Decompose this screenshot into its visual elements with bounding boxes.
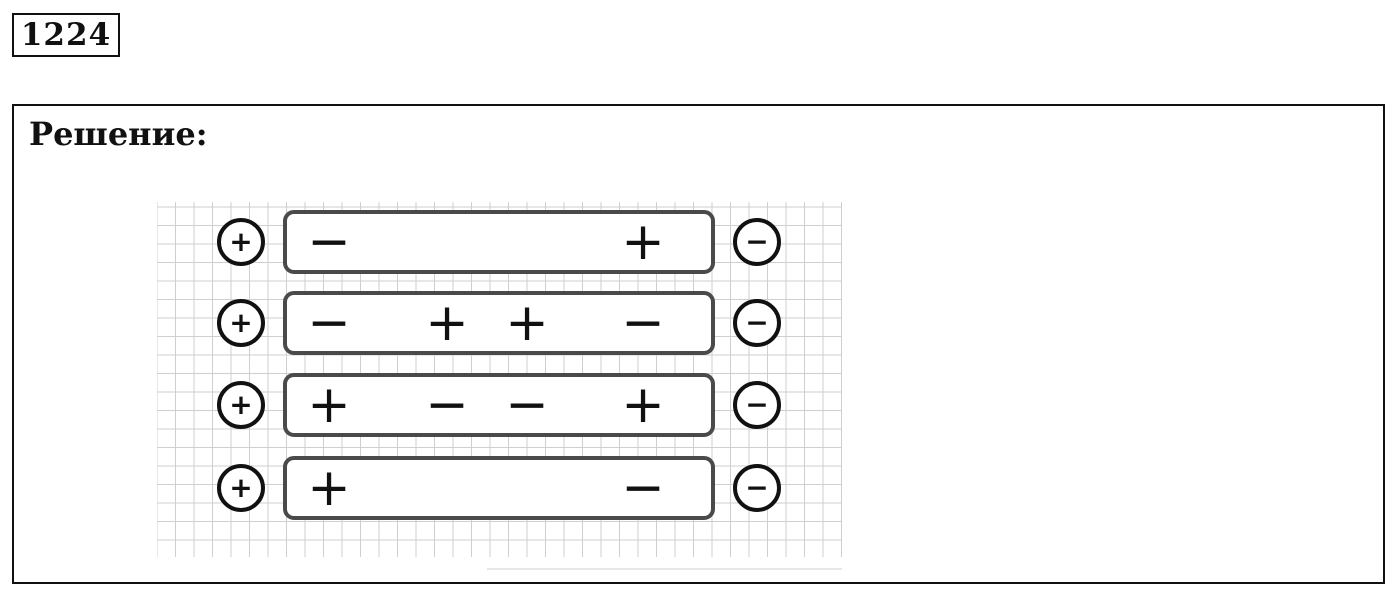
problem-number: 1224 [12,13,120,57]
left-terminal-circle [217,381,265,429]
left-terminal-sign: + [229,306,252,339]
charge-sign: − [505,375,549,435]
right-terminal-sign: − [745,471,768,504]
conductor-bar [283,456,715,520]
charge-sign: + [621,375,665,435]
charge-sign: − [621,458,665,518]
right-terminal-sign: − [745,225,768,258]
right-terminal-sign: − [745,306,768,339]
solution-heading: Решение: [29,115,208,153]
right-terminal-circle [733,464,781,512]
left-terminal-circle [217,299,265,347]
right-terminal-circle [733,218,781,266]
charge-diagram: +−+−+−++−−++−−+−++−− [157,202,842,577]
charge-diagram-svg: +−+−+−++−−++−−+−++−− [157,202,842,570]
left-terminal-sign: + [229,471,252,504]
charge-sign: + [425,293,469,353]
conductor-bar [283,291,715,355]
left-terminal-sign: + [229,225,252,258]
solution-box: Решение: +−+−+−++−−++−−+−++−− [12,104,1385,584]
charge-sign: + [307,458,351,518]
left-terminal-circle [217,218,265,266]
charge-sign: − [307,293,351,353]
charge-sign: − [621,293,665,353]
charge-sign: − [425,375,469,435]
right-terminal-sign: − [745,388,768,421]
charge-sign: + [621,212,665,272]
conductor-bar [283,210,715,274]
conductor-bar [283,373,715,437]
charge-sign: − [307,212,351,272]
left-terminal-circle [217,464,265,512]
left-terminal-sign: + [229,388,252,421]
right-terminal-circle [733,299,781,347]
charge-sign: + [505,293,549,353]
right-terminal-circle [733,381,781,429]
charge-sign: + [307,375,351,435]
